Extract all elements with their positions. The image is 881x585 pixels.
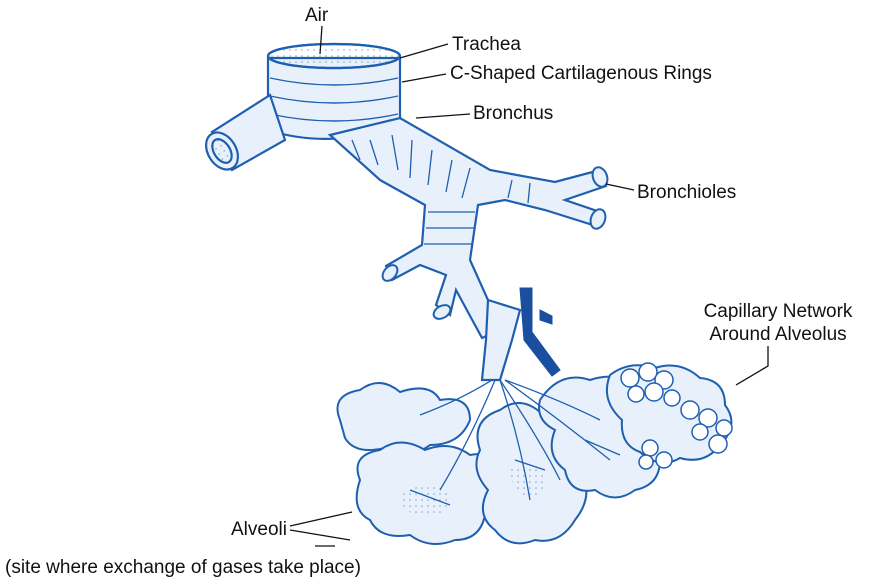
bronchiole-openings <box>381 166 609 320</box>
label-cartilage-rings: C-Shaped Cartilagenous Rings <box>450 63 712 84</box>
left-bronchus <box>204 93 287 172</box>
label-trachea: Trachea <box>452 34 521 55</box>
label-capillary-line2: Around Alveolus <box>709 324 847 345</box>
bronchus-rings <box>351 134 531 245</box>
label-alveoli: Alveoli <box>231 519 287 540</box>
blood-vessel <box>519 287 561 377</box>
label-capillary-line1: Capillary Network <box>703 301 853 322</box>
label-bronchioles: Bronchioles <box>637 182 737 203</box>
terminal-bronchiole <box>480 298 522 382</box>
cartilage-rings <box>269 77 399 122</box>
label-capillary-network: Capillary Network Around Alveolus <box>690 302 866 344</box>
alveoli-texture <box>400 466 546 517</box>
label-bronchus: Bronchus <box>473 103 554 124</box>
leader-lines <box>289 25 769 547</box>
label-alveoli-note: (site where exchange of gases take place… <box>5 557 361 578</box>
label-air: Air <box>305 5 329 26</box>
capillary-network <box>620 362 733 470</box>
